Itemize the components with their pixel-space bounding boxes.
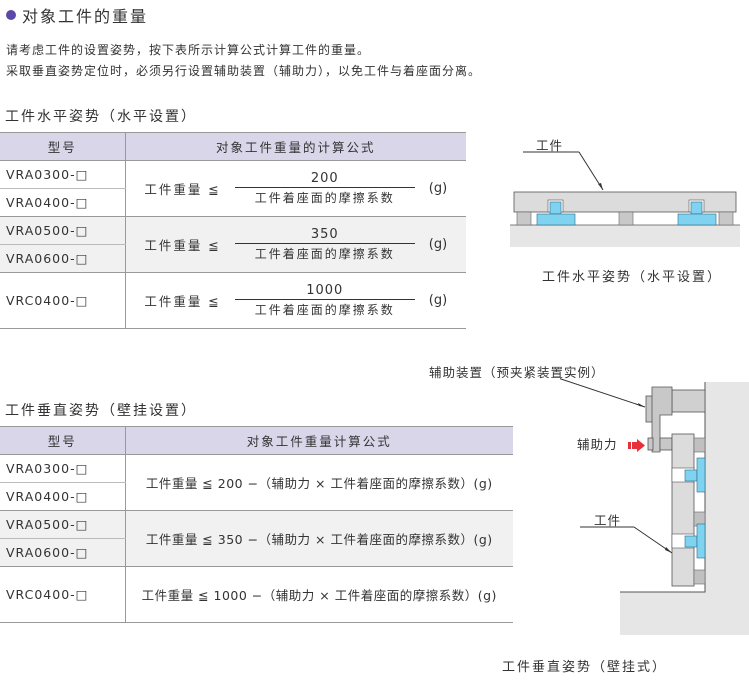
support-block bbox=[516, 211, 532, 226]
denominator: 工件着座面的摩擦系数 bbox=[254, 303, 395, 317]
model-cell: VRA0500-□ bbox=[0, 216, 126, 245]
vertical-table: 型号 对象工件重量计算公式 VRA0300-□ 工件重量 ≦ 200 −（辅助力… bbox=[0, 426, 513, 623]
model-cell: VRA0600-□ bbox=[0, 538, 126, 567]
model-cell: VRA0600-□ bbox=[0, 244, 126, 273]
formula-cell: 工件重量 ≦ 1000 工件着座面的摩擦系数 (g) bbox=[125, 272, 466, 329]
aux-force-arrow-icon bbox=[628, 439, 645, 452]
fraction: 350 工件着座面的摩擦系数 bbox=[234, 227, 415, 262]
aux-device-leader bbox=[560, 378, 646, 408]
formula-cell: 工件重量 ≦ 200 −（辅助力 × 工件着座面的摩擦系数）(g) bbox=[125, 454, 513, 511]
table-row: VRA0500-□ 工件重量 ≦ 350 −（辅助力 × 工件着座面的摩擦系数）… bbox=[0, 510, 513, 567]
support-block bbox=[618, 211, 634, 226]
table-row: VRA0500-□ 工件重量 ≦ 350 工件着座面的摩擦系数 (g) bbox=[0, 216, 466, 273]
intro-line-1: 请考虑工件的设置姿势，按下表所示计算公式计算工件的重量。 bbox=[6, 43, 371, 57]
fraction: 200 工件着座面的摩擦系数 bbox=[234, 171, 415, 206]
formula: 工件重量 ≦ 350 工件着座面的摩擦系数 (g) bbox=[144, 227, 447, 262]
workpiece bbox=[671, 433, 695, 587]
horizontal-table: 型号 对象工件重量的计算公式 VRA0300-□ 工件重量 ≦ 200 工件着座… bbox=[0, 132, 466, 329]
floor bbox=[620, 592, 749, 635]
support-block bbox=[693, 569, 706, 585]
unit: (g) bbox=[428, 181, 448, 196]
formula: 工件重量 ≦ 200 工件着座面的摩擦系数 (g) bbox=[144, 171, 447, 206]
numerator: 1000 bbox=[234, 283, 415, 300]
model-cell: VRA0500-□ bbox=[0, 510, 126, 539]
header-formula: 对象工件重量的计算公式 bbox=[125, 132, 466, 161]
table-header-row: 型号 对象工件重量计算公式 bbox=[0, 426, 513, 455]
clamp-upper bbox=[684, 457, 706, 493]
unit: (g) bbox=[428, 237, 448, 252]
table-row: VRC0400-□ 工件重量 ≦ 1000 工件着座面的摩擦系数 (g) bbox=[0, 272, 466, 329]
vertical-diagram bbox=[560, 378, 749, 635]
table-row: VRA0300-□ 工件重量 ≦ 200 −（辅助力 × 工件着座面的摩擦系数）… bbox=[0, 454, 513, 511]
table-row: VRA0400-□ bbox=[0, 188, 466, 217]
header-model: 型号 bbox=[0, 132, 126, 161]
table-header-row: 型号 对象工件重量的计算公式 bbox=[0, 132, 466, 161]
support-block bbox=[718, 211, 734, 226]
page-title: 对象工件的重量 bbox=[6, 3, 148, 27]
numerator: 350 bbox=[234, 227, 415, 244]
aux-force-label: 辅助力 bbox=[577, 437, 618, 452]
intro-text: 请考虑工件的设置姿势，按下表所示计算公式计算工件的重量。 采取垂直姿势定位时，必… bbox=[6, 40, 481, 82]
model-cell: VRA0300-□ bbox=[0, 454, 126, 483]
table-row: VRC0400-□ 工件重量 ≦ 1000 −（辅助力 × 工件着座面的摩擦系数… bbox=[0, 566, 513, 623]
unit: (g) bbox=[428, 293, 448, 308]
model-cell: VRC0400-□ bbox=[0, 566, 126, 623]
formula-cell: 工件重量 ≦ 350 −（辅助力 × 工件着座面的摩擦系数）(g) bbox=[125, 510, 513, 567]
formula-lhs: 工件重量 ≦ bbox=[144, 182, 221, 197]
horizontal-section-title: 工件水平姿势（水平设置） bbox=[5, 109, 197, 125]
formula-lhs: 工件重量 ≦ bbox=[144, 294, 221, 309]
denominator: 工件着座面的摩擦系数 bbox=[254, 247, 395, 261]
table-row: VRA0600-□ bbox=[0, 538, 513, 567]
model-cell: VRA0400-□ bbox=[0, 188, 126, 217]
header-formula: 对象工件重量计算公式 bbox=[125, 426, 513, 455]
formula-cell: 工件重量 ≦ 1000 −（辅助力 × 工件着座面的摩擦系数）(g) bbox=[125, 566, 513, 623]
page-title-text: 对象工件的重量 bbox=[22, 7, 149, 26]
formula-cell: 工件重量 ≦ 350 工件着座面的摩擦系数 (g) bbox=[125, 216, 466, 273]
horizontal-diagram-caption: 工件水平姿势（水平设置） bbox=[542, 270, 723, 285]
header-model: 型号 bbox=[0, 426, 126, 455]
table-row: VRA0600-□ bbox=[0, 244, 466, 273]
table-row: VRA0400-□ bbox=[0, 482, 513, 511]
formula-cell: 工件重量 ≦ 200 工件着座面的摩擦系数 (g) bbox=[125, 160, 466, 217]
vertical-section-title: 工件垂直姿势（壁挂设置） bbox=[5, 403, 197, 419]
model-cell: VRA0400-□ bbox=[0, 482, 126, 511]
workpiece-leader bbox=[580, 526, 673, 554]
numerator: 200 bbox=[234, 171, 415, 188]
model-cell: VRA0300-□ bbox=[0, 160, 126, 189]
formula-lhs: 工件重量 ≦ bbox=[144, 238, 221, 253]
vertical-diagram-caption: 工件垂直姿势（壁挂式） bbox=[502, 660, 668, 675]
horizontal-diagram bbox=[510, 151, 740, 247]
formula: 工件重量 ≦ 1000 工件着座面的摩擦系数 (g) bbox=[144, 283, 447, 318]
clamp-lower bbox=[684, 523, 706, 559]
workpiece-label: 工件 bbox=[594, 513, 622, 528]
workpiece-label: 工件 bbox=[536, 138, 564, 153]
model-cell: VRC0400-□ bbox=[0, 272, 126, 329]
intro-line-2: 采取垂直姿势定位时，必须另行设置辅助装置（辅助力），以免工件与着座面分离。 bbox=[6, 64, 482, 78]
denominator: 工件着座面的摩擦系数 bbox=[254, 191, 395, 205]
base bbox=[510, 225, 740, 247]
clamp-right bbox=[677, 201, 717, 226]
workpiece-leader bbox=[523, 151, 604, 191]
aux-device-label: 辅助装置（预夹紧装置实例） bbox=[429, 365, 605, 380]
table-row: VRA0300-□ 工件重量 ≦ 200 工件着座面的摩擦系数 (g) bbox=[0, 160, 466, 217]
aux-device bbox=[645, 386, 706, 453]
fraction: 1000 工件着座面的摩擦系数 bbox=[234, 283, 415, 318]
wall bbox=[705, 382, 749, 630]
bullet-icon bbox=[6, 10, 16, 20]
support-block bbox=[693, 437, 706, 453]
clamp-left bbox=[536, 201, 576, 226]
